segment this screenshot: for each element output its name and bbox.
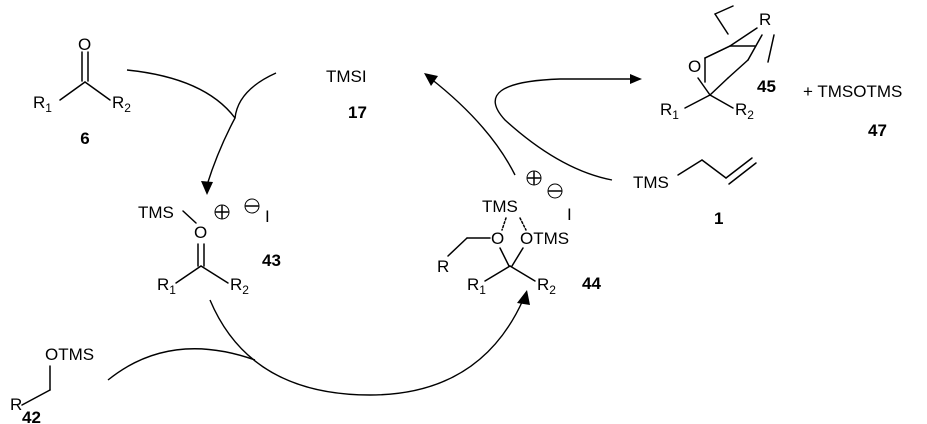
- bond: [21, 389, 51, 406]
- intermediate-r1: R1: [467, 275, 486, 297]
- oxocarbenium-tms: TMS: [138, 203, 174, 222]
- bond: [484, 265, 511, 282]
- bond: [84, 81, 111, 101]
- compound-number-45: 45: [757, 77, 776, 96]
- arrow-allylsilane-to-45: [494, 78, 632, 181]
- bond: [175, 265, 202, 284]
- bond: [709, 77, 729, 96]
- oxocarbenium-r2: R2: [230, 275, 249, 297]
- compound-number-42: 42: [22, 408, 41, 424]
- ketone-oxygen: O: [78, 35, 91, 54]
- product-r1: R1: [660, 100, 679, 122]
- silylether-r: R: [10, 395, 22, 414]
- arrow-43-to-44: [209, 299, 524, 396]
- plus-charge-icon: [214, 204, 230, 220]
- bond: [509, 265, 536, 282]
- bond: [684, 94, 711, 109]
- compound-number-47: 47: [868, 121, 887, 140]
- product-45: R O R1 R2 45: [660, 5, 776, 122]
- bond: [200, 265, 229, 284]
- arrow-42-merge: [107, 348, 256, 381]
- product-r: R: [759, 10, 771, 29]
- intermediate-44: TMS I O OTMS R R1 R2 44: [437, 170, 601, 297]
- intermediate-iodide: I: [567, 205, 572, 224]
- bond: [704, 45, 731, 59]
- arrow-tmsi-merge: [234, 72, 277, 119]
- ketone-r1: R1: [33, 93, 52, 115]
- silylether-42: OTMS R 42: [10, 345, 94, 424]
- bond: [729, 27, 758, 47]
- minus-charge-icon: [244, 198, 260, 214]
- bond: [447, 237, 468, 257]
- bond: [727, 59, 749, 79]
- allylsilane-1: TMS 1: [633, 157, 757, 228]
- compound-number-6: 6: [80, 129, 89, 148]
- intermediate-otms: OTMS: [520, 229, 569, 248]
- compound-number-44: 44: [582, 274, 601, 293]
- bond: [59, 81, 86, 101]
- intermediate-r: R: [437, 257, 449, 276]
- ketone-6: O R1 R2 6: [33, 35, 131, 148]
- arrow-ketone-to-43: [126, 69, 236, 186]
- reaction-arrows: [107, 69, 642, 396]
- arrow-44-to-tmsi: [429, 77, 516, 176]
- compound-number-1: 1: [714, 209, 723, 228]
- compound-number-17: 17: [348, 103, 367, 122]
- oxocarbenium-oxygen: O: [194, 223, 207, 242]
- minus-charge-icon: [547, 183, 563, 199]
- tmsi-label: TMSI: [326, 67, 367, 86]
- bond: [709, 94, 734, 109]
- bond: [725, 157, 753, 179]
- iodide-label: I: [265, 207, 270, 226]
- bond: [714, 5, 734, 15]
- arrow-head-icon: [517, 290, 530, 305]
- arrow-head-icon: [424, 73, 438, 86]
- allylsilane-tms: TMS: [633, 173, 669, 192]
- arrow-head-icon: [630, 74, 642, 84]
- bond: [697, 77, 711, 96]
- oxocarbenium-r1: R1: [157, 275, 176, 297]
- bond: [499, 247, 510, 267]
- plus-charge-icon: [526, 170, 542, 186]
- intermediate-tms: TMS: [482, 197, 518, 216]
- hashed-bond: [501, 217, 507, 231]
- intermediate-oxygen: O: [491, 229, 504, 248]
- byproduct-label: + TMSOTMS: [803, 82, 902, 101]
- compound-number-43: 43: [262, 251, 281, 270]
- intermediate-r2: R2: [537, 275, 556, 297]
- silylether-otms: OTMS: [45, 345, 94, 364]
- product-oxygen: O: [688, 57, 701, 76]
- arrow-head-icon: [201, 181, 213, 195]
- bond: [677, 159, 703, 176]
- bond: [701, 159, 727, 179]
- product-r2: R2: [735, 100, 754, 122]
- bond: [728, 162, 757, 185]
- hashed-bond: [519, 217, 527, 231]
- bond: [747, 34, 763, 61]
- ketone-r2: R2: [112, 93, 131, 115]
- byproduct-47: + TMSOTMS 47: [803, 82, 902, 140]
- bond: [714, 13, 729, 35]
- silyloxocarbenium-43: TMS O ⊕ I R1 R2 43: [138, 198, 281, 297]
- bond: [511, 247, 524, 267]
- tmsi-17: TMSI 17: [326, 67, 367, 122]
- bond: [182, 210, 197, 224]
- bond: [767, 34, 775, 63]
